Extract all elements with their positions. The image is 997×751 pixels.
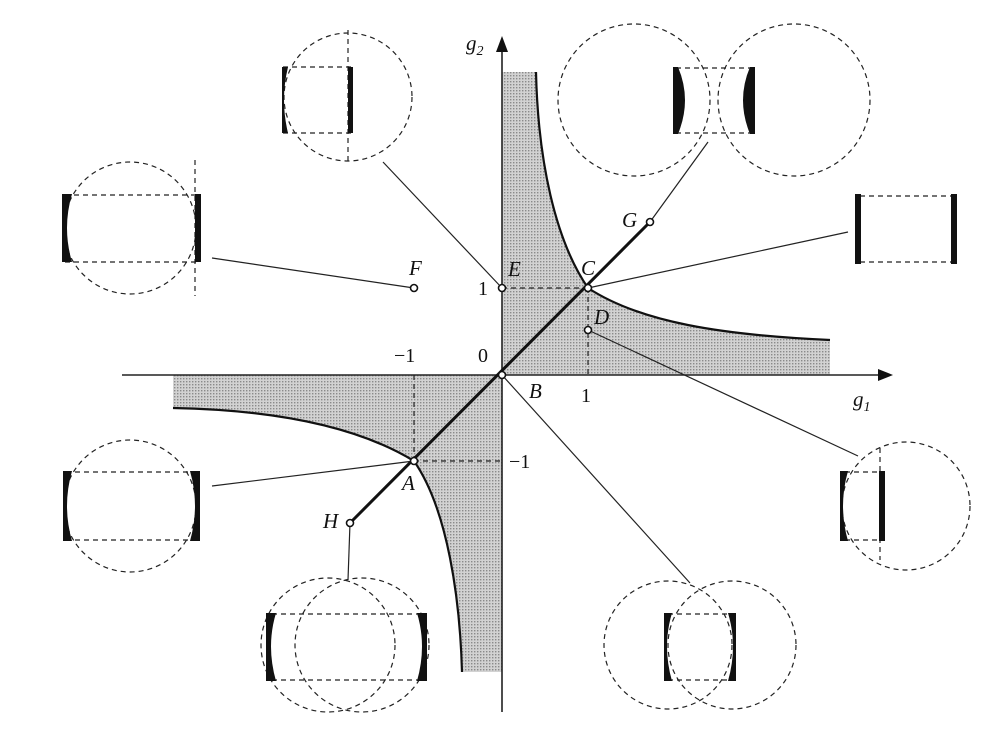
label-F: F bbox=[408, 256, 422, 280]
label-C: C bbox=[581, 256, 596, 280]
origin-label: 0 bbox=[478, 345, 488, 367]
resonator-A bbox=[63, 439, 200, 573]
leader-F bbox=[211, 257, 415, 289]
resonator-E bbox=[282, 30, 413, 164]
leader-B bbox=[501, 374, 691, 584]
leader-E bbox=[382, 161, 503, 289]
leader-H bbox=[347, 522, 351, 581]
label-D: D bbox=[593, 305, 609, 329]
point-D bbox=[583, 325, 593, 335]
stable-region-positive bbox=[502, 72, 830, 375]
label-A: A bbox=[400, 471, 415, 495]
label-B: B bbox=[529, 379, 542, 403]
leader-A bbox=[211, 460, 415, 487]
tick-y-pos: 1 bbox=[478, 278, 488, 300]
point-F bbox=[409, 283, 419, 293]
tick-y-neg: −1 bbox=[509, 451, 530, 473]
resonator-D bbox=[840, 441, 971, 571]
resonator-H bbox=[260, 577, 430, 713]
point-G bbox=[645, 217, 655, 227]
resonator-C bbox=[855, 194, 957, 264]
resonator-B bbox=[603, 580, 797, 710]
point-C bbox=[583, 283, 593, 293]
g1-arrowhead bbox=[878, 369, 893, 381]
resonator-F bbox=[62, 160, 201, 296]
label-H: H bbox=[322, 509, 340, 533]
leader-G bbox=[649, 141, 709, 223]
g2-axis-label: g2 bbox=[466, 31, 484, 59]
label-E: E bbox=[507, 257, 521, 281]
g2-arrowhead bbox=[496, 36, 508, 52]
tick-x-pos: 1 bbox=[581, 385, 591, 407]
g1-axis-label: g1 bbox=[853, 387, 871, 415]
leader-C bbox=[587, 231, 849, 289]
point-A bbox=[409, 456, 419, 466]
point-E bbox=[497, 283, 507, 293]
leader-D bbox=[587, 329, 859, 457]
point-B bbox=[497, 370, 507, 380]
resonator-G bbox=[557, 23, 871, 177]
point-H bbox=[345, 518, 355, 528]
tick-x-neg: −1 bbox=[394, 345, 415, 367]
stable-region-negative bbox=[173, 375, 502, 672]
label-G: G bbox=[622, 208, 637, 232]
